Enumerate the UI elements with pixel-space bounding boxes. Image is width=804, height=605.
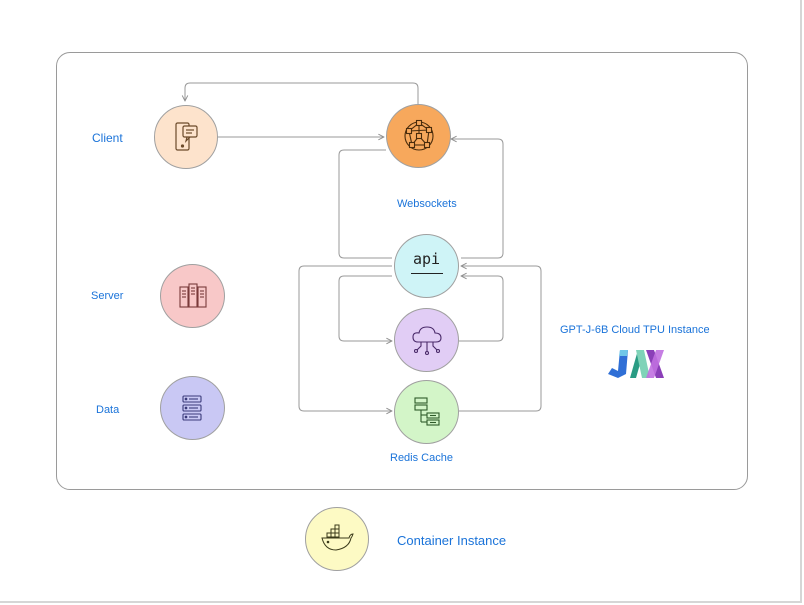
websockets-node[interactable]: [386, 104, 451, 168]
architecture-group-box: [56, 52, 748, 490]
container-node[interactable]: [305, 507, 369, 571]
api-node-text: api: [412, 250, 441, 268]
database-icon: [181, 395, 202, 421]
edge-api-to-cloud: [338, 275, 392, 341]
data-node[interactable]: [160, 376, 225, 440]
client-label: Client: [92, 131, 123, 145]
edge-api-to-websockets-left: [338, 149, 392, 259]
data-label: Data: [96, 404, 120, 416]
edge-websockets-to-client: [185, 82, 419, 104]
docker-whale-icon: [321, 524, 354, 551]
tpu-instance-label: GPT-J-6B Cloud TPU Instance: [560, 324, 710, 336]
redis-cache-label: Redis Cache: [390, 452, 453, 464]
edge-redis-to-api: [459, 266, 542, 412]
container-instance-label: Container Instance: [397, 533, 507, 548]
server-rack-icon: [178, 283, 207, 308]
edge-cloud-to-api: [459, 276, 504, 342]
mobile-chat-icon: [175, 122, 198, 151]
edge-api-to-websockets-right: [451, 139, 504, 259]
storage-stack-icon: [413, 397, 440, 426]
api-node[interactable]: api: [394, 234, 459, 298]
api-underline: [410, 273, 443, 274]
network-graph-icon: [403, 119, 434, 151]
cloud-node[interactable]: [394, 308, 459, 372]
server-label: Server: [91, 290, 124, 302]
redis-cache-node[interactable]: [394, 380, 459, 444]
client-node[interactable]: [154, 105, 218, 169]
jax-logo: [606, 346, 664, 382]
cloud-network-icon: [411, 326, 442, 356]
edge-api-to-redis: [298, 265, 392, 411]
websockets-label: Websockets: [397, 198, 457, 210]
server-node[interactable]: [160, 264, 225, 328]
jax-logo-graphic: [608, 350, 664, 378]
